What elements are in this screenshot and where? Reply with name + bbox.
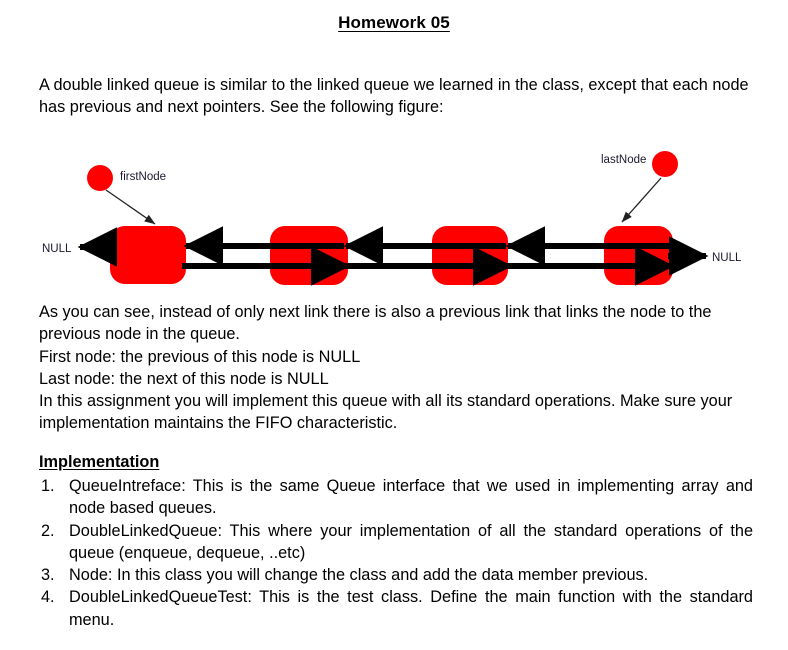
list-item: 2. DoubleLinkedQueue: This where your im… — [39, 520, 753, 565]
list-item-number: 3. — [41, 566, 55, 585]
null-label-left: NULL — [42, 243, 72, 255]
list-item-text: DoubleLinkedQueue: This where your imple… — [69, 521, 753, 562]
implementation-list: 1. QueueIntreface: This is the same Queu… — [39, 475, 753, 631]
first-node-leader-line — [105, 189, 156, 225]
queue-node-4 — [604, 226, 673, 285]
body-paragraph-4: In this assignment you will implement th… — [39, 392, 733, 433]
queue-node-1 — [110, 226, 186, 284]
last-node-label: lastNode — [601, 154, 646, 166]
list-item-number: 2. — [41, 521, 55, 540]
queue-node-3 — [432, 226, 508, 285]
queue-node-2 — [270, 226, 348, 285]
body-paragraphs: As you can see, instead of only next lin… — [39, 301, 753, 435]
list-item: 3. Node: In this class you will change t… — [39, 564, 753, 586]
body-paragraph-2: First node: the previous of this node is… — [39, 347, 361, 366]
first-node-marker-icon — [87, 165, 113, 191]
intro-paragraph: A double linked queue is similar to the … — [39, 76, 749, 116]
list-item-text: DoubleLinkedQueueTest: This is the test … — [69, 588, 753, 629]
list-item-text: QueueIntreface: This is the same Queue i… — [69, 477, 753, 518]
first-node-label: firstNode — [120, 171, 166, 183]
last-node-marker-icon — [652, 151, 678, 177]
body-paragraph-1: As you can see, instead of only next lin… — [39, 303, 712, 344]
list-item: 4. DoubleLinkedQueueTest: This is the te… — [39, 586, 753, 631]
list-item-number: 1. — [41, 477, 55, 495]
list-item-text: Node: In this class you will change the … — [69, 566, 649, 585]
page-title: Homework 05 — [338, 13, 450, 32]
list-item: 1. QueueIntreface: This is the same Queu… — [39, 475, 753, 520]
doubly-linked-queue-figure: firstNode lastNode NULL NULL — [0, 140, 788, 295]
implementation-heading: Implementation — [39, 453, 160, 471]
body-paragraph-3: Last node: the next of this node is NULL — [39, 369, 329, 388]
list-item-number: 4. — [41, 588, 55, 607]
last-node-leader-line — [621, 177, 662, 223]
null-label-right: NULL — [712, 252, 742, 264]
